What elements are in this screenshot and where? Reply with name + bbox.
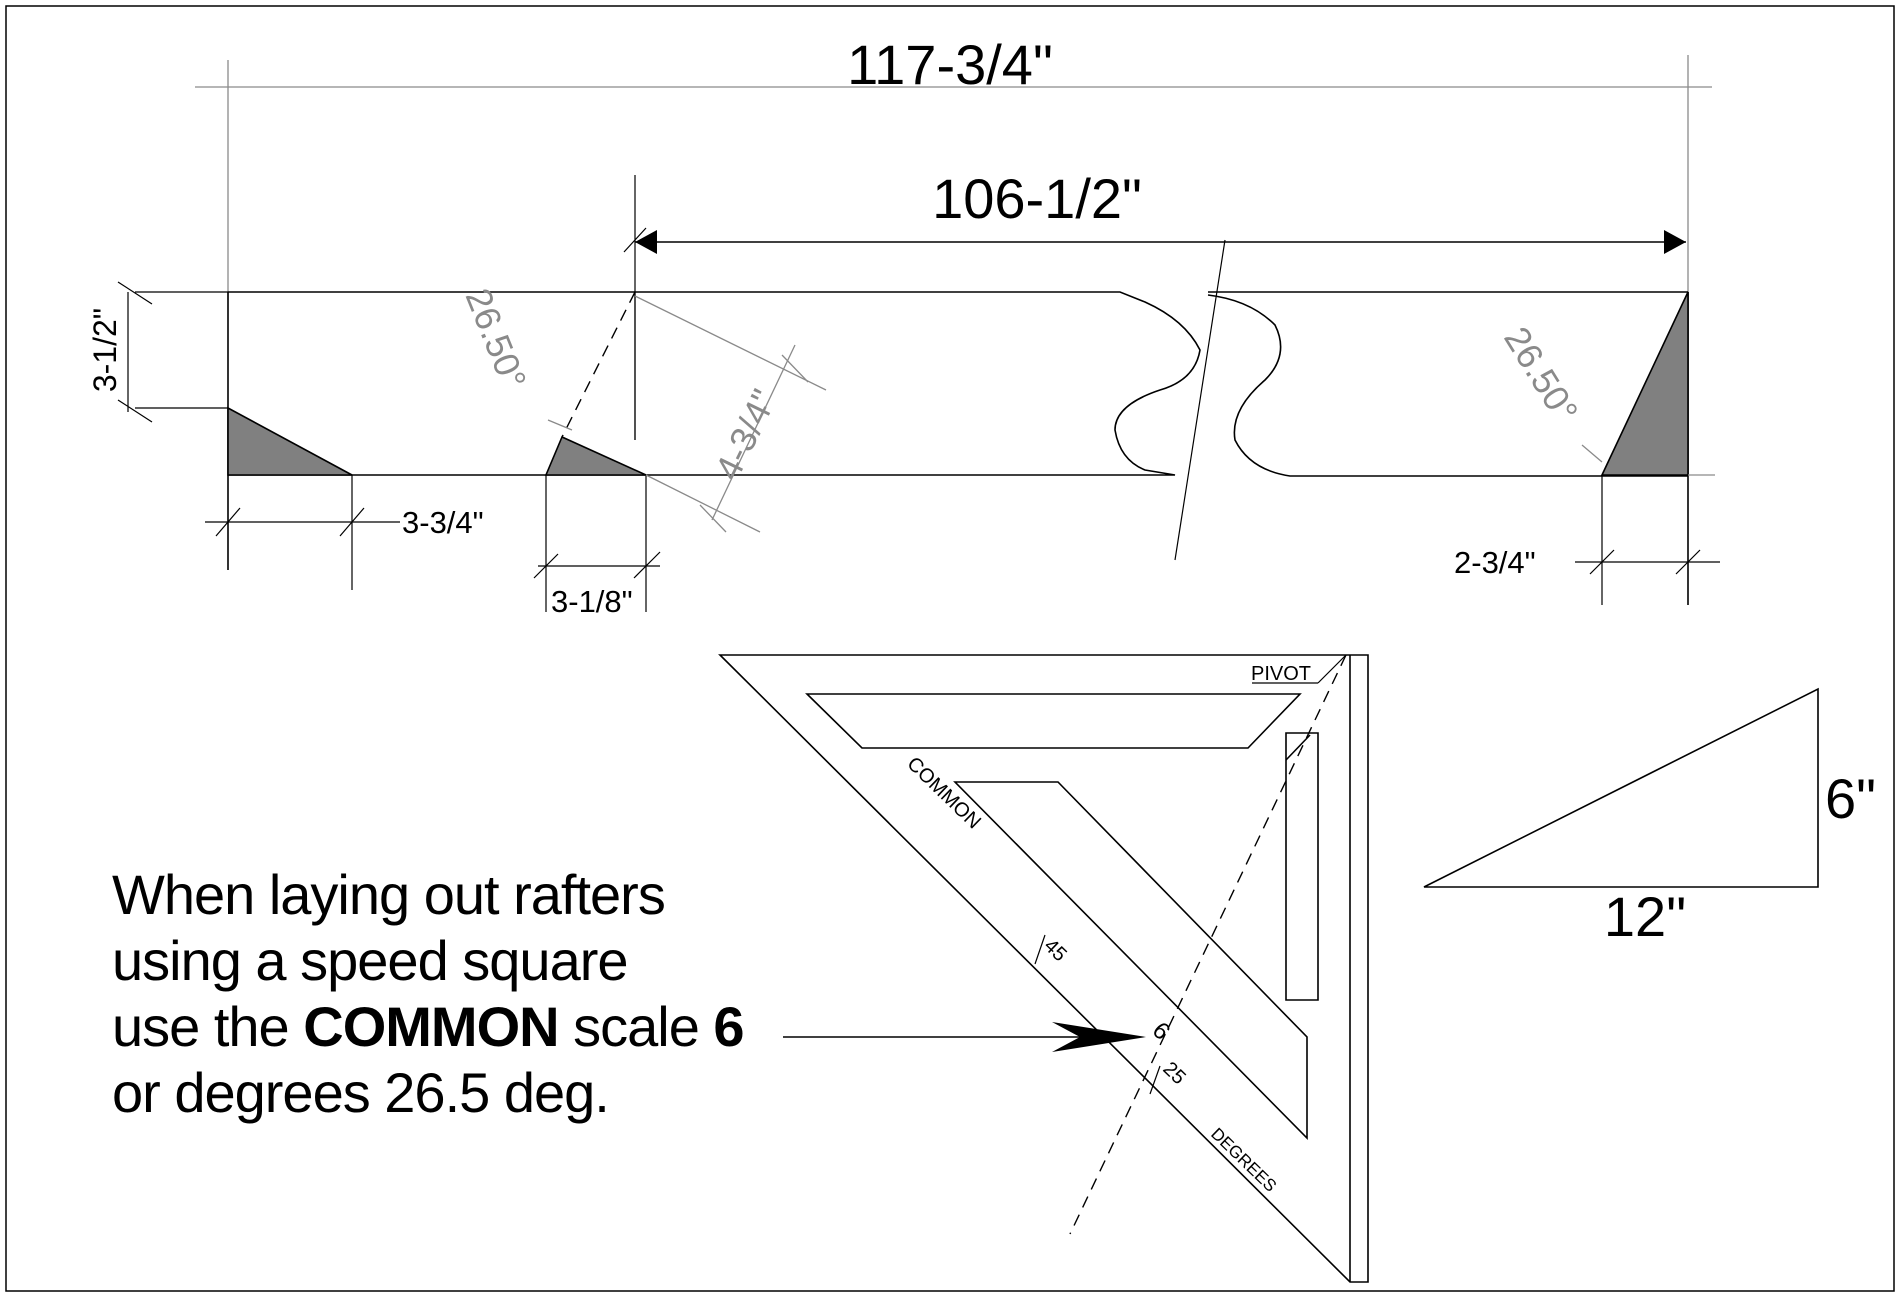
tail-tick-right	[339, 507, 365, 537]
pivot-dashed-line	[1069, 654, 1347, 1235]
note-scale-emphasis: 6	[713, 995, 744, 1058]
pivot-label: PIVOT	[1251, 663, 1311, 685]
plumb-arrow-right	[1664, 230, 1686, 254]
plumb-arrow-left	[635, 230, 657, 254]
depth-tick-bottom	[117, 399, 153, 423]
plumb-length-label: 106-1/2"	[932, 167, 1142, 230]
plumb-depth-tick-bottom	[699, 504, 727, 533]
mark-25-label: 25	[1159, 1058, 1190, 1089]
plumb-tick-left	[623, 227, 647, 253]
angle-right-tick	[1581, 444, 1603, 463]
angle-left-label: 26.50°	[458, 283, 535, 395]
heel-offset-label: 2-3/4"	[1454, 545, 1536, 580]
seat-tick-right	[633, 551, 661, 579]
pivot-leader	[1317, 654, 1347, 684]
note-line-3: use the COMMON scale 6	[112, 994, 812, 1060]
speed-square-slot-bevel	[1285, 734, 1311, 761]
seat-width-label: 3-1/8"	[551, 584, 633, 619]
seat-cut-triangle	[544, 435, 647, 476]
speed-square: PIVOT COMMON 45 6 25 DEGREES	[718, 654, 1369, 1283]
pointer-arrowhead	[1052, 1022, 1146, 1052]
plumb-layout-line	[561, 291, 636, 438]
note-line-4: or degrees 26.5 deg.	[112, 1061, 610, 1124]
speed-square-side-slot	[1285, 732, 1319, 1001]
plumb-depth-label: 4-3/4"	[707, 383, 785, 486]
note-line-3-c: scale	[558, 995, 714, 1058]
rafter-body-left	[228, 291, 1201, 476]
speed-square-outline	[718, 654, 1369, 1283]
depth-label: 3-1/2"	[87, 308, 123, 392]
angle-right-label: 26.50°	[1496, 320, 1586, 430]
heel-tick-right	[1675, 549, 1701, 575]
note-line-2: using a speed square	[112, 929, 629, 992]
plumb-depth-ext-top	[634, 295, 827, 391]
tail-tick-left	[215, 507, 241, 537]
common-label: COMMON	[903, 753, 985, 834]
break-line	[1174, 239, 1226, 561]
angle-left-tick	[547, 419, 573, 431]
instruction-note: When laying out rafters using a speed sq…	[112, 862, 812, 1126]
plumb-depth-tick-top	[781, 354, 809, 383]
speed-square-center-window	[953, 781, 1308, 1140]
plumb-depth-ext-bottom	[645, 474, 761, 533]
seat-tick-left	[533, 553, 559, 579]
pitch-triangle	[1423, 687, 1819, 888]
overall-length-label: 117-3/4"	[847, 33, 1053, 96]
mark-45-label: 45	[1040, 935, 1071, 966]
mark-45-tick	[1034, 934, 1046, 965]
note-common-emphasis: COMMON	[303, 995, 559, 1058]
speed-square-top-window	[805, 693, 1302, 749]
note-line-3-a: use the	[112, 995, 304, 1058]
rise-label: 6"	[1825, 767, 1876, 830]
plumb-cut-triangle	[1600, 291, 1689, 476]
page-border	[5, 5, 1895, 1292]
note-line-1: When laying out rafters	[112, 863, 666, 926]
mark-25-tick	[1149, 1065, 1161, 1095]
heel-tick-left	[1589, 549, 1615, 575]
depth-tick-top	[117, 281, 153, 305]
run-label: 12"	[1604, 885, 1686, 948]
rafter-break-right	[1207, 294, 1602, 477]
tail-cut-triangle	[227, 406, 353, 476]
degrees-label: DEGREES	[1207, 1124, 1280, 1195]
tail-cut-label: 3-3/4"	[402, 505, 484, 540]
plumb-depth-dim-line	[711, 344, 796, 521]
